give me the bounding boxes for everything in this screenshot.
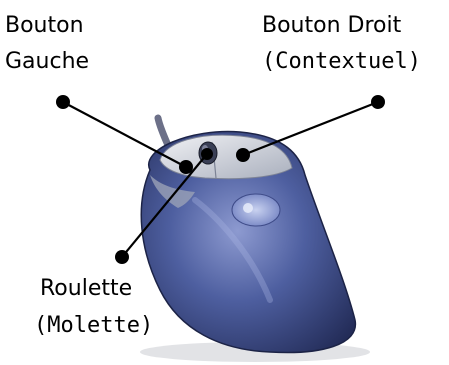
label-right-button-line1: Bouton Droit: [262, 13, 402, 38]
dot-wheel-target: [201, 148, 213, 160]
dot-left-button-label: [56, 95, 70, 109]
dot-right-button-target: [236, 148, 250, 162]
logo-badge: [232, 194, 280, 226]
label-wheel-line2: (Molette): [34, 313, 153, 338]
dot-wheel-label: [115, 250, 129, 264]
leader-left-button: [63, 102, 186, 167]
leader-right-button: [243, 102, 378, 155]
dot-right-button-label: [371, 95, 385, 109]
label-wheel-line1: Roulette: [40, 276, 132, 301]
label-right-button-line2: (Contextuel): [262, 49, 421, 74]
logo-mark-icon: [243, 203, 253, 213]
label-left-button-line1: Bouton: [5, 13, 84, 38]
label-left-button-line2: Gauche: [5, 49, 89, 74]
